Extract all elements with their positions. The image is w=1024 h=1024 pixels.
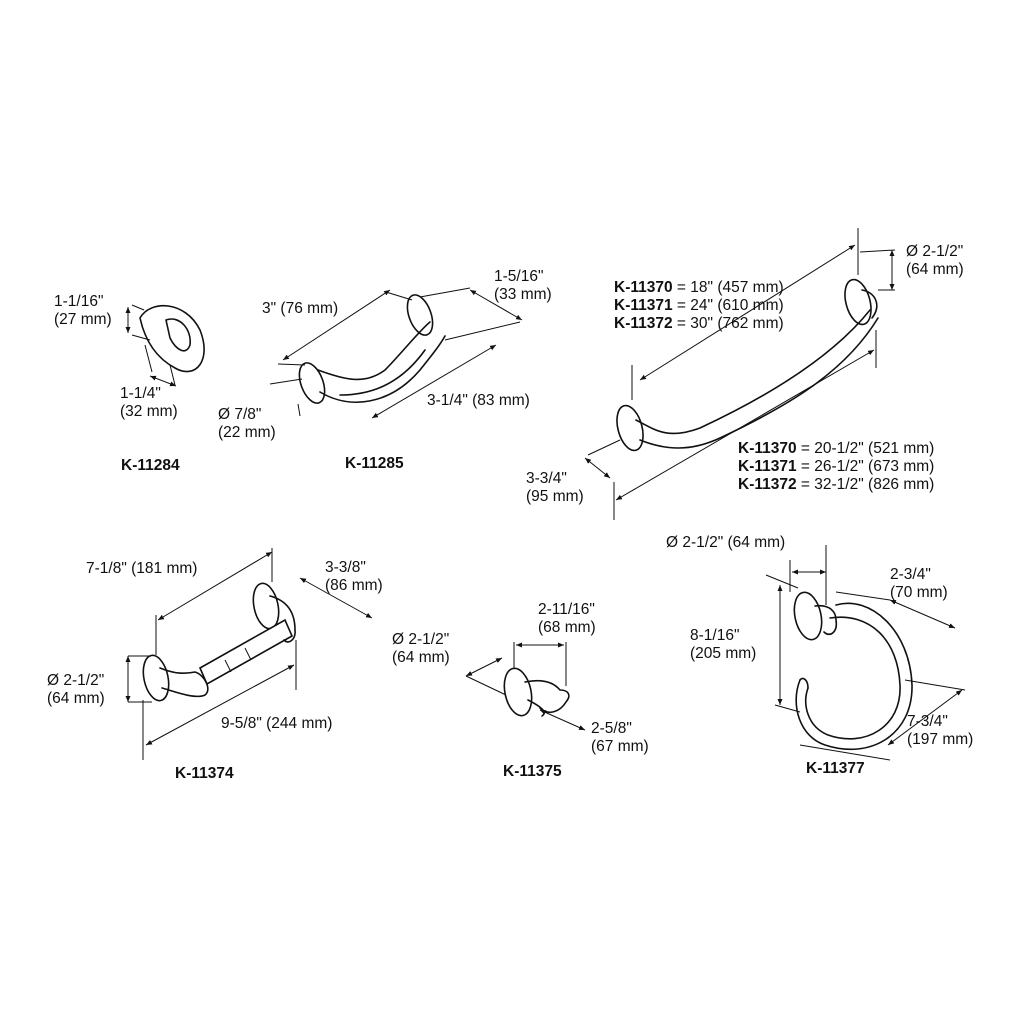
k11377-model-label: K-11377: [806, 760, 865, 777]
k11377-projection-label: 2-3/4"(70 mm): [890, 566, 948, 601]
k11375-projection-label: 2-11/16"(68 mm): [538, 601, 596, 636]
k11284-model-label: K-11284: [121, 457, 180, 474]
knob-k11284-drawing: [125, 304, 205, 387]
k11377-height-label: 8-1/16"(205 mm): [690, 627, 757, 662]
k11374-projection-label: 3-3/8"(86 mm): [325, 559, 383, 594]
tissue-holder-drawing: [125, 548, 373, 760]
robe-hook-drawing: [465, 642, 586, 731]
k11374-overall-label: 9-5/8" (244 mm): [221, 715, 333, 732]
towel-ring-drawing: [765, 545, 966, 761]
k11377-diameter-label: Ø 2-1/2" (64 mm): [666, 534, 786, 551]
k11285-model-label: K-11285: [345, 455, 404, 472]
k11374-diameter-label: Ø 2-1/2"(64 mm): [47, 672, 105, 707]
k11377-width-label: 7-3/4"(197 mm): [907, 713, 974, 748]
k11284-height-label: 1-1/16"(27 mm): [54, 293, 112, 328]
k11374-model-label: K-11374: [175, 765, 234, 782]
towel-bar-projection-label: 3-3/4"(95 mm): [526, 470, 584, 505]
k11375-diameter-label: Ø 2-1/2"(64 mm): [392, 631, 450, 666]
k11375-depth-label: 2-5/8"(67 mm): [591, 720, 649, 755]
towel-bar-length-list: K-11370 = 18" (457 mm) K-11371 = 24" (61…: [614, 279, 784, 332]
towel-bar-diameter-label: Ø 2-1/2"(64 mm): [906, 243, 964, 278]
k11285-projection-label: 1-5/16"(33 mm): [494, 268, 552, 303]
k11285-length-label: 3" (76 mm): [262, 300, 339, 317]
k11284-depth-label: 1-1/4"(32 mm): [120, 385, 178, 420]
k11285-base-label: Ø 7/8"(22 mm): [218, 406, 276, 441]
k11285-overall-label: 3-1/4" (83 mm): [427, 392, 530, 409]
k11375-model-label: K-11375: [503, 763, 562, 780]
k11374-length-label: 7-1/8" (181 mm): [86, 560, 198, 577]
towel-bar-overall-list: K-11370 = 20-1/2" (521 mm) K-11371 = 26-…: [738, 440, 935, 493]
pull-k11285-drawing: [269, 287, 523, 419]
towel-bar-drawing: [584, 228, 896, 520]
